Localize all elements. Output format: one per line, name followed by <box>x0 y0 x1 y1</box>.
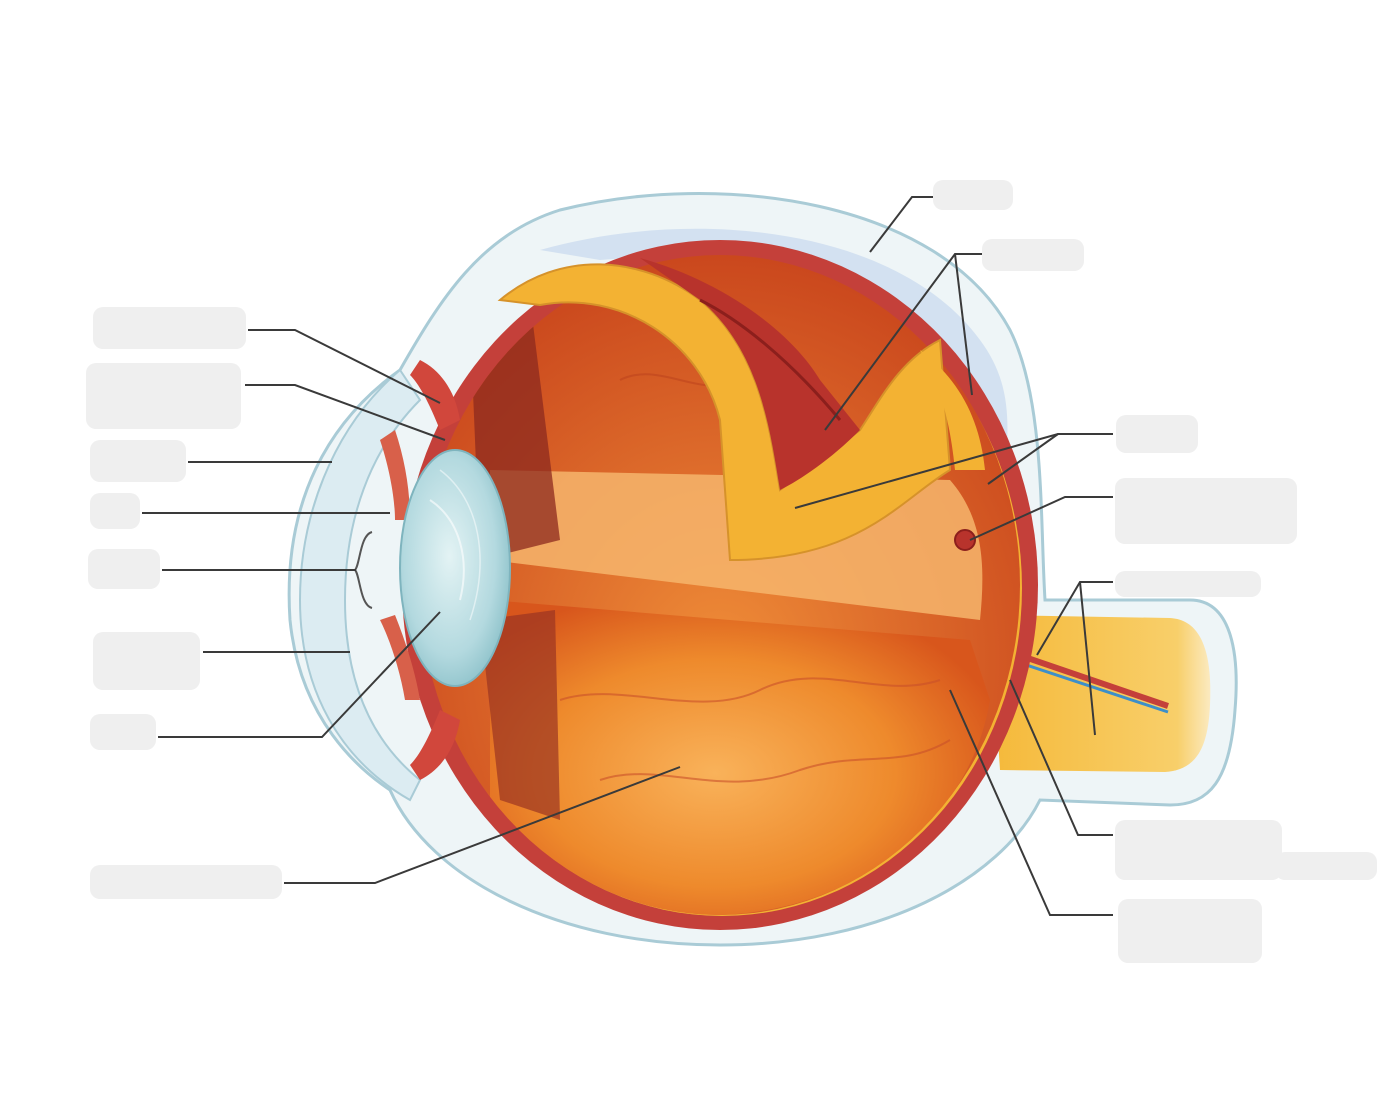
leader-line-11 <box>954 253 973 396</box>
leader-line-13 <box>987 433 1059 485</box>
ciliary-body <box>410 360 460 780</box>
leader-line-8 <box>284 766 681 884</box>
leader-lines <box>142 196 1113 916</box>
label-box-12[interactable] <box>1115 478 1297 544</box>
leader-line-1 <box>248 329 441 404</box>
label-box-16[interactable] <box>1118 899 1262 963</box>
label-box-5[interactable] <box>88 549 160 589</box>
label-box-10[interactable] <box>982 239 1084 271</box>
label-box-11[interactable] <box>1116 415 1198 453</box>
label-box-14[interactable] <box>1115 820 1282 880</box>
label-box-3[interactable] <box>90 440 186 482</box>
label-box-9[interactable] <box>933 180 1013 210</box>
leader-line-17 <box>1009 679 1113 836</box>
leader-line-14 <box>969 496 1113 541</box>
leader-line-16 <box>1079 581 1096 736</box>
label-box-7[interactable] <box>90 714 156 750</box>
retina-flap <box>497 258 985 562</box>
label-box-6[interactable] <box>93 632 200 690</box>
label-box-4[interactable] <box>90 493 140 529</box>
label-box-13[interactable] <box>1115 571 1261 597</box>
leader-line-18 <box>949 689 1113 916</box>
label-box-1[interactable] <box>93 307 246 349</box>
label-box-15[interactable] <box>1275 852 1377 880</box>
optic-nerve <box>974 615 1211 772</box>
label-box-8[interactable] <box>90 865 282 899</box>
leader-line-9 <box>869 196 933 253</box>
cornea <box>298 368 422 802</box>
leader-line-7 <box>158 611 441 738</box>
macula-fovea <box>954 529 976 551</box>
iris <box>380 430 420 700</box>
lens <box>399 449 511 687</box>
label-box-2[interactable] <box>86 363 241 429</box>
leader-line-2 <box>245 384 446 441</box>
